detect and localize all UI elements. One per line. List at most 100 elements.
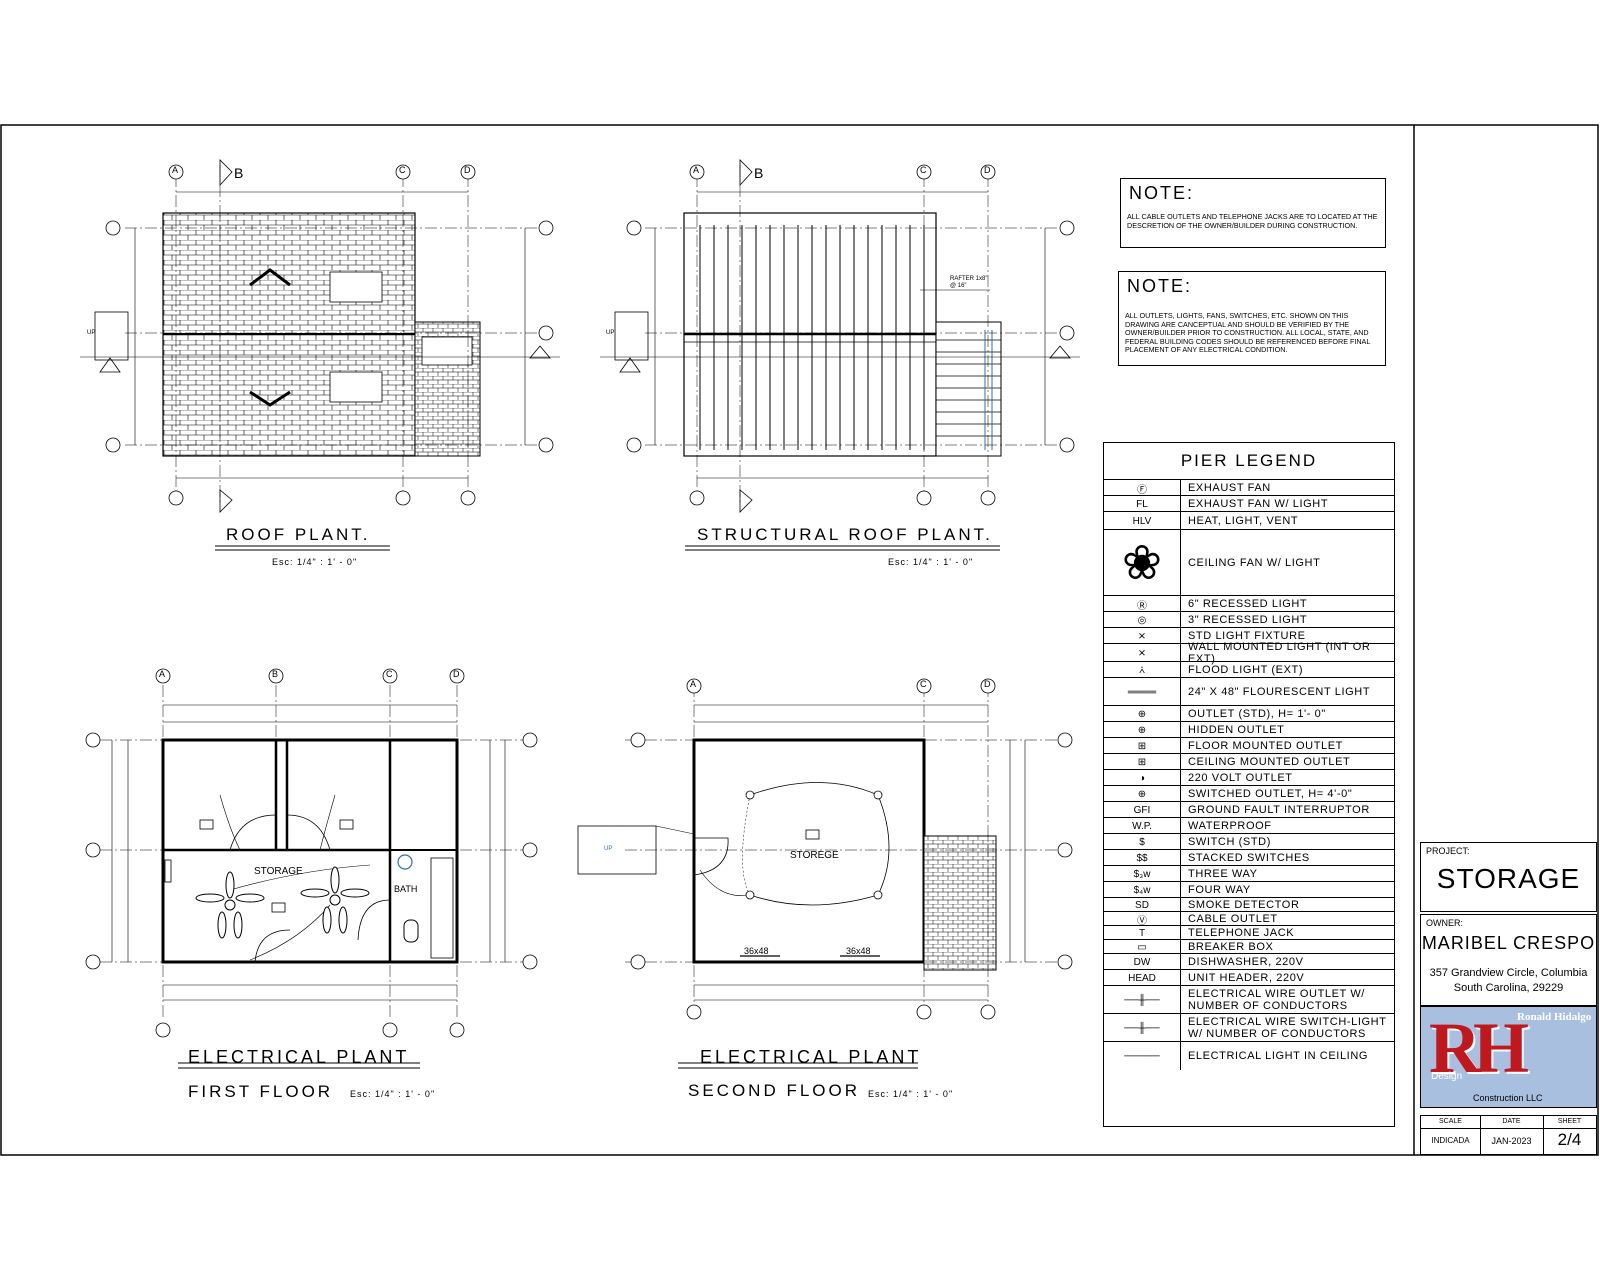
legend-label: SWITCHED OUTLET, H= 4'-0": [1188, 788, 1353, 800]
logo-initials: RH: [1429, 1008, 1529, 1088]
grid-letter: C: [920, 679, 927, 689]
ceiling-fan-icon: ❀: [1104, 530, 1181, 596]
legend-label: HEAT, LIGHT, VENT: [1188, 515, 1299, 527]
legend-row: ⊕OUTLET (STD), H= 1'- 0": [1104, 705, 1394, 722]
legend-row: ◑ 220 VOLT OUTLET: [1104, 769, 1394, 786]
legend-row: ▭ BREAKER BOX: [1104, 939, 1394, 954]
sheet-total: 4: [1571, 1130, 1582, 1149]
legend-title: PIER LEGEND: [1180, 451, 1318, 470]
grid-letter: D: [464, 165, 471, 175]
grid-letter: A: [693, 165, 700, 175]
first-floor-scale: Esc: 1/4" : 1' - 0": [350, 1089, 436, 1099]
breaker-box-icon: ▭: [1104, 940, 1181, 954]
floor-outlet-icon: ⊞: [1104, 738, 1181, 754]
legend-label: OUTLET (STD), H= 1'- 0": [1188, 708, 1326, 720]
legend-row: ─────ELECTRICAL LIGHT IN CEILING: [1104, 1041, 1394, 1070]
legend-label: SWITCH (STD): [1188, 836, 1271, 848]
roof-scale: Esc: 1/4" : 1' - 0": [272, 557, 358, 567]
slope-arrow-down: [249, 390, 291, 407]
legend-label: HIDDEN OUTLET: [1188, 724, 1285, 736]
legend-row: Ⓕ EXHAUST FAN: [1104, 479, 1394, 496]
legend-label: SMOKE DETECTOR: [1188, 899, 1300, 911]
legend-row: ⊕ SWITCHED OUTLET, H= 4'-0": [1104, 785, 1394, 802]
fluorescent-icon: ════: [1104, 678, 1181, 706]
flood-light-icon: ⩑: [1104, 662, 1181, 678]
roof-plan: [80, 159, 560, 513]
grid-letter: D: [453, 669, 460, 679]
legend-label: BREAKER BOX: [1188, 941, 1274, 953]
roof-note-porch: [421, 336, 473, 366]
ceiling-outlet-icon: ⊞: [1104, 754, 1181, 770]
legend-row: W.P.WATERPROOF: [1104, 817, 1394, 834]
recessed-6-icon: Ⓡ: [1104, 596, 1181, 612]
rafter-note: RAFTER 1x8" @ 16": [950, 276, 988, 289]
legend-label: CABLE OUTLET: [1188, 913, 1278, 925]
grid-letter: D: [984, 165, 991, 175]
wire-outlet-icon: ──╫──: [1104, 986, 1181, 1014]
legend-label: CEILING FAN W/ LIGHT: [1188, 557, 1321, 569]
electrical-second-floor: [577, 678, 1073, 1020]
wire-switch-icon: ──╫──: [1104, 1014, 1181, 1042]
company-logo: RH Ronald Hidalgo Design Construction LL…: [1420, 1006, 1597, 1108]
ceiling-fan-1: [195, 871, 265, 939]
roof-title: ROOF PLANT.: [226, 525, 371, 544]
legend-label: TELEPHONE JACK: [1188, 927, 1295, 939]
room-bath-label: BATH: [394, 884, 418, 894]
220-outlet-icon: ◑: [1104, 770, 1181, 786]
legend-label: STACKED SWITCHES: [1188, 852, 1310, 864]
legend-row: ──╫── ELECTRICAL WIRE SWITCH-LIGHT W/ NUM…: [1104, 1013, 1394, 1042]
up-label: UP: [606, 330, 615, 336]
legend-label: FLOOR MOUNTED OUTLET: [1188, 740, 1344, 752]
owner-block: OWNER: MARIBEL CRESPO 357 Grandview Circ…: [1420, 914, 1597, 1006]
legend-label: FOUR WAY: [1188, 884, 1251, 896]
legend-row: ❀ CEILING FAN W/ LIGHT: [1104, 529, 1394, 596]
roof-note-upper: [329, 271, 383, 303]
switch-icon: $: [1104, 834, 1181, 850]
grid-letter: D: [984, 679, 991, 689]
note-body: ALL CABLE OUTLETS AND TELEPHONE JACKS AR…: [1127, 212, 1378, 230]
room-storage-label: STORAGE: [254, 866, 303, 877]
legend-label: ELECTRICAL WIRE SWITCH-LIGHT W/ NUMBER O…: [1188, 1016, 1387, 1040]
grid-letter: B: [234, 165, 244, 181]
note-body: ALL OUTLETS, LIGHTS, FANS, SWITCHES, ETC…: [1125, 311, 1371, 355]
legend-label: 220 VOLT OUTLET: [1188, 772, 1293, 784]
grid-letter: C: [386, 669, 393, 679]
legend-row: $ SWITCH (STD): [1104, 833, 1394, 850]
legend-label: EXHAUST FAN: [1188, 482, 1271, 494]
project-name: STORAGE: [1436, 863, 1581, 894]
switched-outlet-icon: ⊕: [1104, 786, 1181, 802]
unit-header-icon: HEAD: [1104, 970, 1181, 986]
four-way-icon: $₄w: [1104, 882, 1181, 898]
legend-label: GROUND FAULT INTERRUPTOR: [1188, 804, 1370, 816]
note-box-1: NOTE: ALL CABLE OUTLETS AND TELEPHONE JA…: [1120, 178, 1386, 248]
note-box-2: NOTE: ALL OUTLETS, LIGHTS, FANS, SWITCHE…: [1118, 271, 1386, 366]
project-label: PROJECT:: [1426, 846, 1470, 856]
legend-label: 24" x 48" FLOURESCENT LIGHT: [1188, 686, 1371, 698]
first-floor-subtitle: FIRST FLOOR: [188, 1082, 334, 1101]
owner-label: OWNER:: [1426, 918, 1463, 928]
legend-row: ⨯STD LIGHT FIXTURE: [1104, 627, 1394, 644]
grid-letter: A: [159, 669, 166, 679]
legend-row: ⊕HIDDEN OUTLET: [1104, 721, 1394, 738]
exhaust-fan-light-icon: FL: [1104, 496, 1181, 512]
legend-label: CEILING MOUNTED OUTLET: [1188, 756, 1351, 768]
legend-row: ──╫──ELECTRICAL WIRE OUTLET W/ NUMBER OF…: [1104, 985, 1394, 1014]
exhaust-fan-icon: Ⓕ: [1104, 480, 1181, 496]
sheet-border: [0, 124, 1599, 1156]
note-title: NOTE:: [1127, 276, 1193, 296]
project-block: PROJECT: STORAGE: [1420, 842, 1597, 912]
recessed-3-icon: ◎: [1104, 612, 1181, 628]
note-title: NOTE:: [1129, 183, 1195, 203]
grid-letter: B: [272, 669, 279, 679]
grid-letter: A: [690, 679, 697, 689]
owner-address-2: South Carolina, 29229: [1453, 982, 1564, 994]
legend-row: $$STACKED SWITCHES: [1104, 849, 1394, 866]
legend-label: WALL MOUNTED LIGHT (INT OR EXT): [1188, 641, 1371, 665]
